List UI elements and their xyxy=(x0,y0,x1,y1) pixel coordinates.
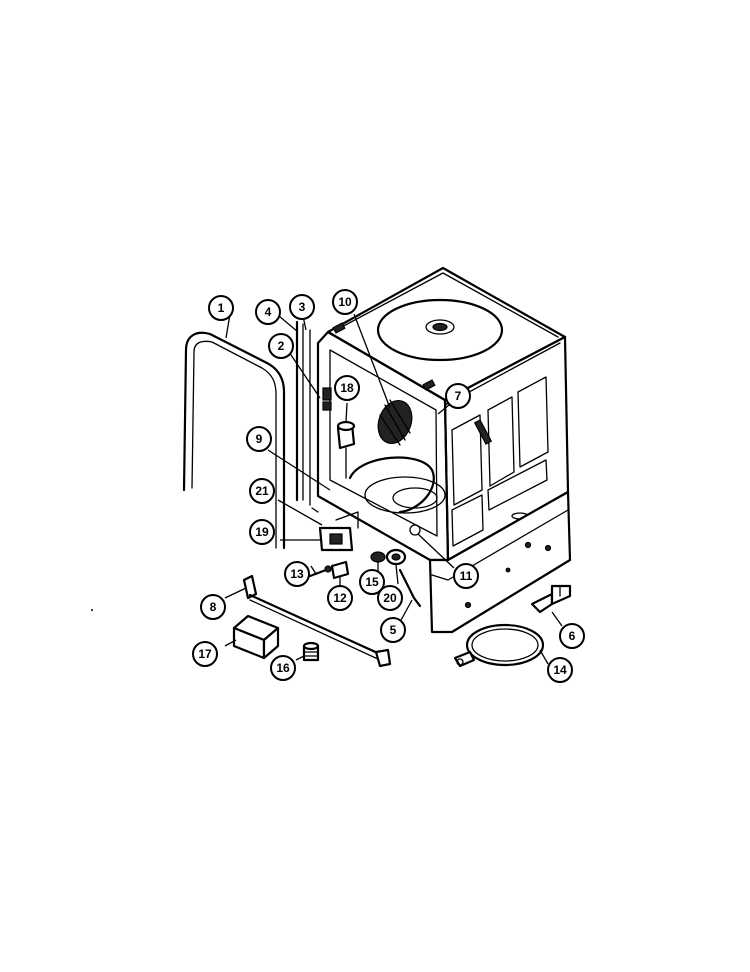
svg-text:5: 5 xyxy=(390,623,397,637)
top-disc xyxy=(376,298,504,362)
callout-4: 4 xyxy=(255,299,281,325)
svg-text:3: 3 xyxy=(299,300,306,314)
callout-8: 8 xyxy=(200,594,226,620)
callout-5: 5 xyxy=(380,617,406,643)
callout-17: 17 xyxy=(192,641,218,667)
svg-text:10: 10 xyxy=(338,295,352,309)
part-cylinder xyxy=(302,641,320,662)
base-frame xyxy=(428,490,572,634)
part-leveling-bracket xyxy=(530,584,572,614)
svg-text:4: 4 xyxy=(265,305,272,319)
side-panels xyxy=(451,376,549,547)
leader-lines xyxy=(224,313,563,665)
part-side-strips xyxy=(295,320,319,513)
svg-text:6: 6 xyxy=(569,629,576,643)
callout-1: 1 xyxy=(208,295,234,321)
part-rod xyxy=(398,568,422,608)
part-clip xyxy=(330,560,350,580)
part-door-gasket xyxy=(182,331,286,550)
callout-9: 9 xyxy=(246,426,272,452)
callout-6: 6 xyxy=(559,623,585,649)
stray-dot xyxy=(91,609,93,611)
svg-text:13: 13 xyxy=(290,567,304,581)
callout-13: 13 xyxy=(284,561,310,587)
svg-text:20: 20 xyxy=(383,591,397,605)
part-bracket-bar xyxy=(242,574,392,668)
callout-18: 18 xyxy=(334,375,360,401)
svg-text:9: 9 xyxy=(256,432,263,446)
part-grommet xyxy=(370,551,386,563)
svg-text:12: 12 xyxy=(333,591,347,605)
svg-text:14: 14 xyxy=(553,663,567,677)
callout-7: 7 xyxy=(445,383,471,409)
svg-text:15: 15 xyxy=(365,575,379,589)
svg-text:7: 7 xyxy=(455,389,462,403)
tub-interior xyxy=(318,322,446,552)
svg-text:17: 17 xyxy=(198,647,212,661)
svg-text:19: 19 xyxy=(255,525,269,539)
svg-text:2: 2 xyxy=(278,339,285,353)
svg-text:21: 21 xyxy=(255,484,269,498)
part-box xyxy=(232,614,280,660)
callout-15: 15 xyxy=(359,569,385,595)
callout-11: 11 xyxy=(453,563,479,589)
callout-14: 14 xyxy=(547,657,573,683)
callout-10: 10 xyxy=(332,289,358,315)
part-hose-loop xyxy=(453,623,545,668)
svg-text:1: 1 xyxy=(218,301,225,315)
svg-text:11: 11 xyxy=(460,569,473,583)
callout-21: 21 xyxy=(249,478,275,504)
callout-16: 16 xyxy=(270,655,296,681)
part-seal xyxy=(385,548,407,566)
callout-3: 3 xyxy=(289,294,315,320)
callout-2: 2 xyxy=(268,333,294,359)
callout-19: 19 xyxy=(249,519,275,545)
svg-text:8: 8 xyxy=(210,600,217,614)
callouts: 1 2 3 4 5 6 7 8 xyxy=(192,289,585,683)
callout-12: 12 xyxy=(327,585,353,611)
part-screw xyxy=(308,565,332,578)
svg-text:16: 16 xyxy=(276,661,290,675)
svg-text:18: 18 xyxy=(340,381,354,395)
callout-20: 20 xyxy=(377,585,403,611)
